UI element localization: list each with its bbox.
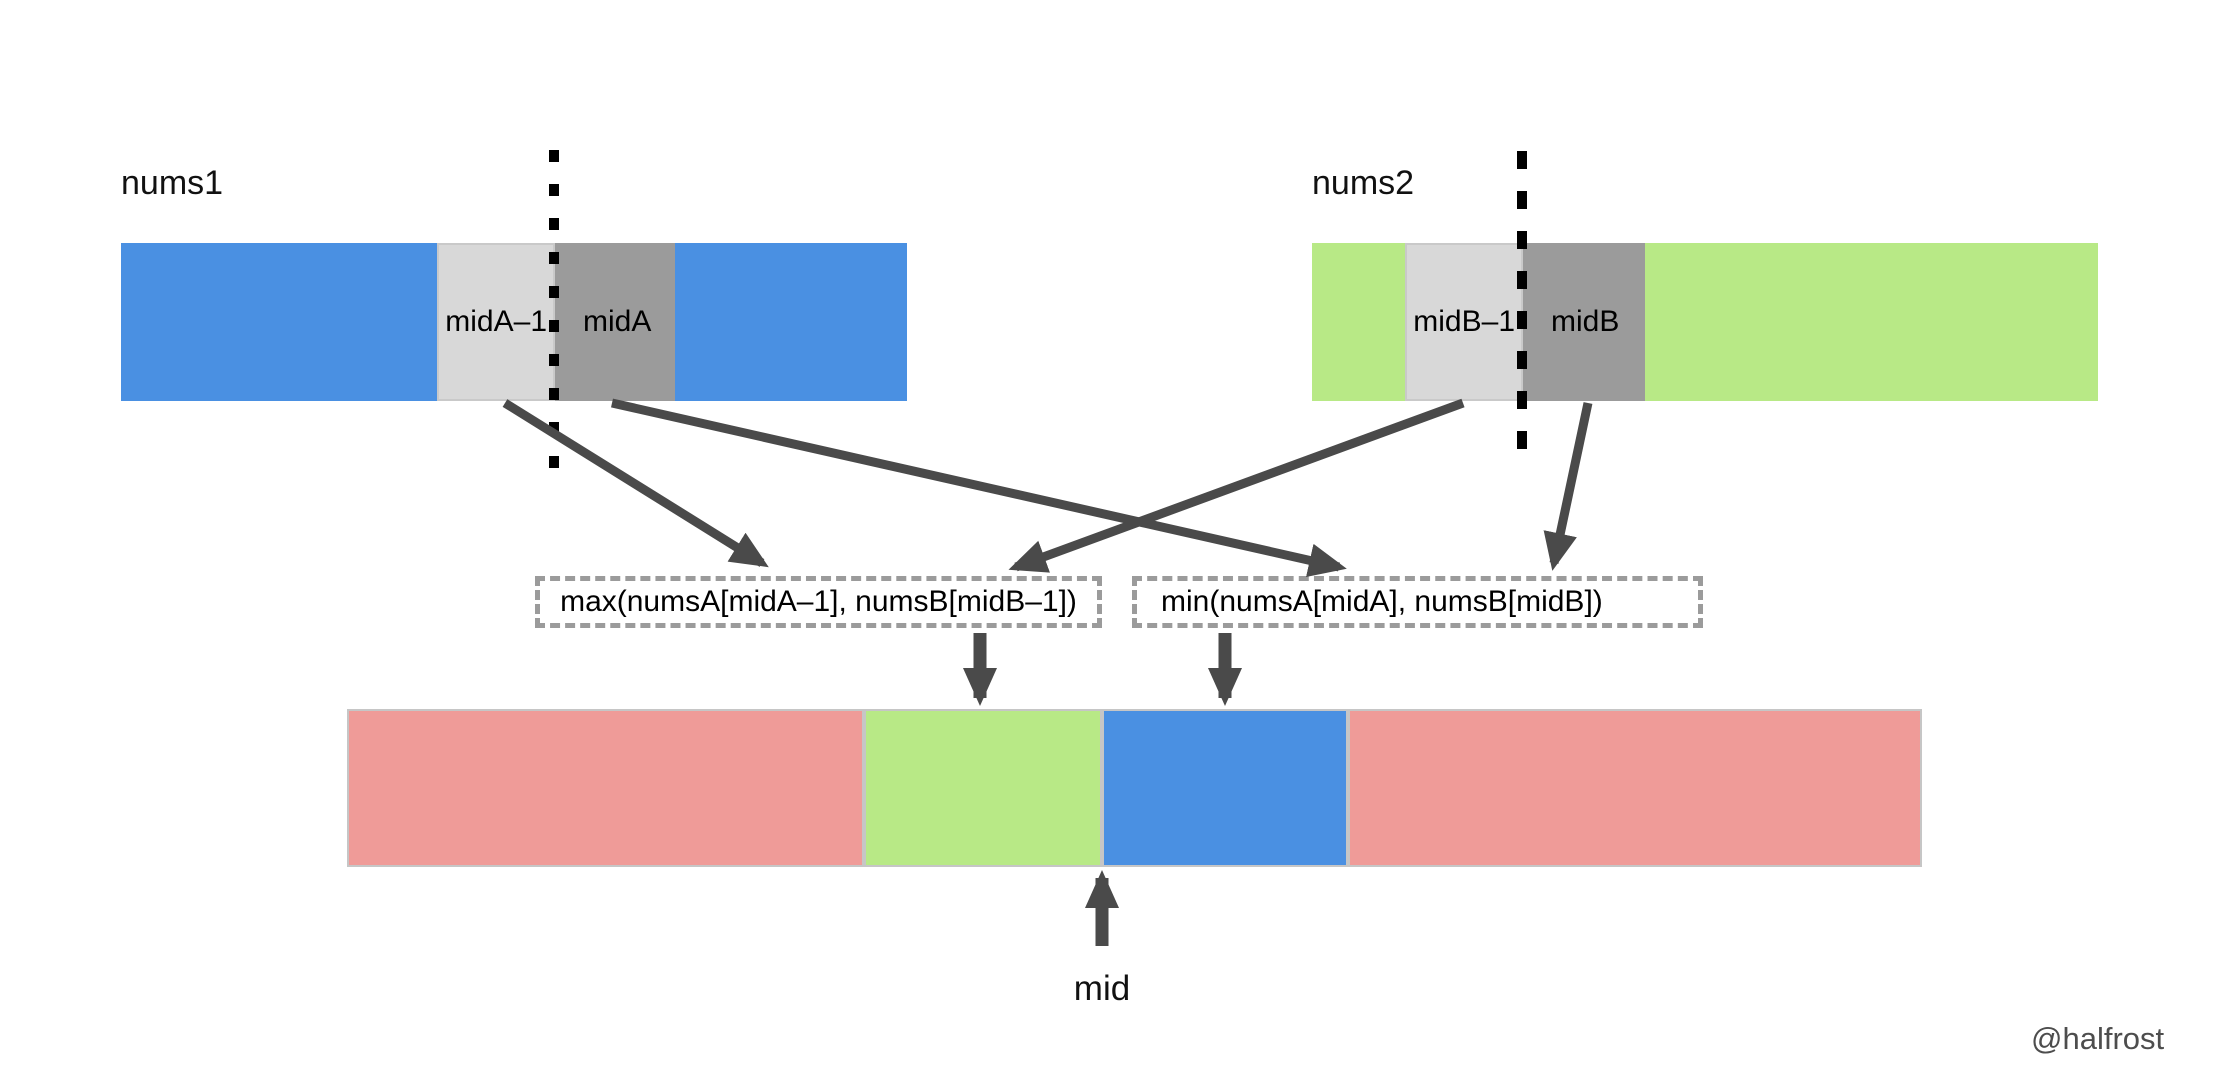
mid-pointer-label: mid	[1073, 969, 1131, 1008]
nums1-partition-dotted-line	[549, 150, 559, 470]
nums1-bar: midA–1 midA	[121, 243, 907, 401]
nums1-midA-minus-1-segment: midA–1	[437, 243, 555, 401]
nums2-midB-segment: midB	[1523, 243, 1645, 401]
arrow-midB1-to-max	[1008, 398, 1465, 573]
nums2-bar: midB–1 midB	[1312, 243, 2098, 401]
nums2-partition-dotted-line	[1517, 151, 1527, 463]
min-formula-box: min(numsA[midA], numsB[midB])	[1132, 576, 1703, 628]
nums2-midB-label: midB	[1551, 305, 1620, 338]
nums1-title: nums1	[121, 164, 224, 202]
nums1-left-blue-segment	[121, 243, 437, 401]
nums1-midA-minus-1-label: midA–1	[445, 305, 547, 338]
nums1-midA-label: midA	[583, 305, 652, 338]
nums2-left-green-segment	[1312, 243, 1405, 401]
arrow-midA-to-min	[611, 398, 1347, 577]
merged-left-red-segment	[347, 709, 864, 867]
nums1-midA-segment: midA	[555, 243, 675, 401]
arrow-midB-to-min	[1543, 402, 1593, 571]
merged-blue-segment	[1102, 709, 1348, 867]
max-formula-box: max(numsA[midA–1], numsB[midB–1])	[535, 576, 1102, 628]
merged-right-red-segment	[1348, 709, 1922, 867]
nums2-midB-minus-1-segment: midB–1	[1405, 243, 1523, 401]
nums2-midB-minus-1-label: midB–1	[1413, 305, 1515, 338]
nums1-right-blue-segment	[675, 243, 907, 401]
merged-bar	[347, 709, 1922, 867]
max-formula-text: max(numsA[midA–1], numsB[midB–1])	[560, 585, 1077, 618]
nums2-right-green-segment	[1645, 243, 2098, 401]
nums2-title: nums2	[1312, 164, 1415, 202]
merged-green-segment	[864, 709, 1102, 867]
arrow-midA1-to-max	[502, 399, 769, 568]
watermark: @halfrost	[2031, 1021, 2165, 1056]
min-formula-text: min(numsA[midA], numsB[midB])	[1161, 585, 1603, 618]
